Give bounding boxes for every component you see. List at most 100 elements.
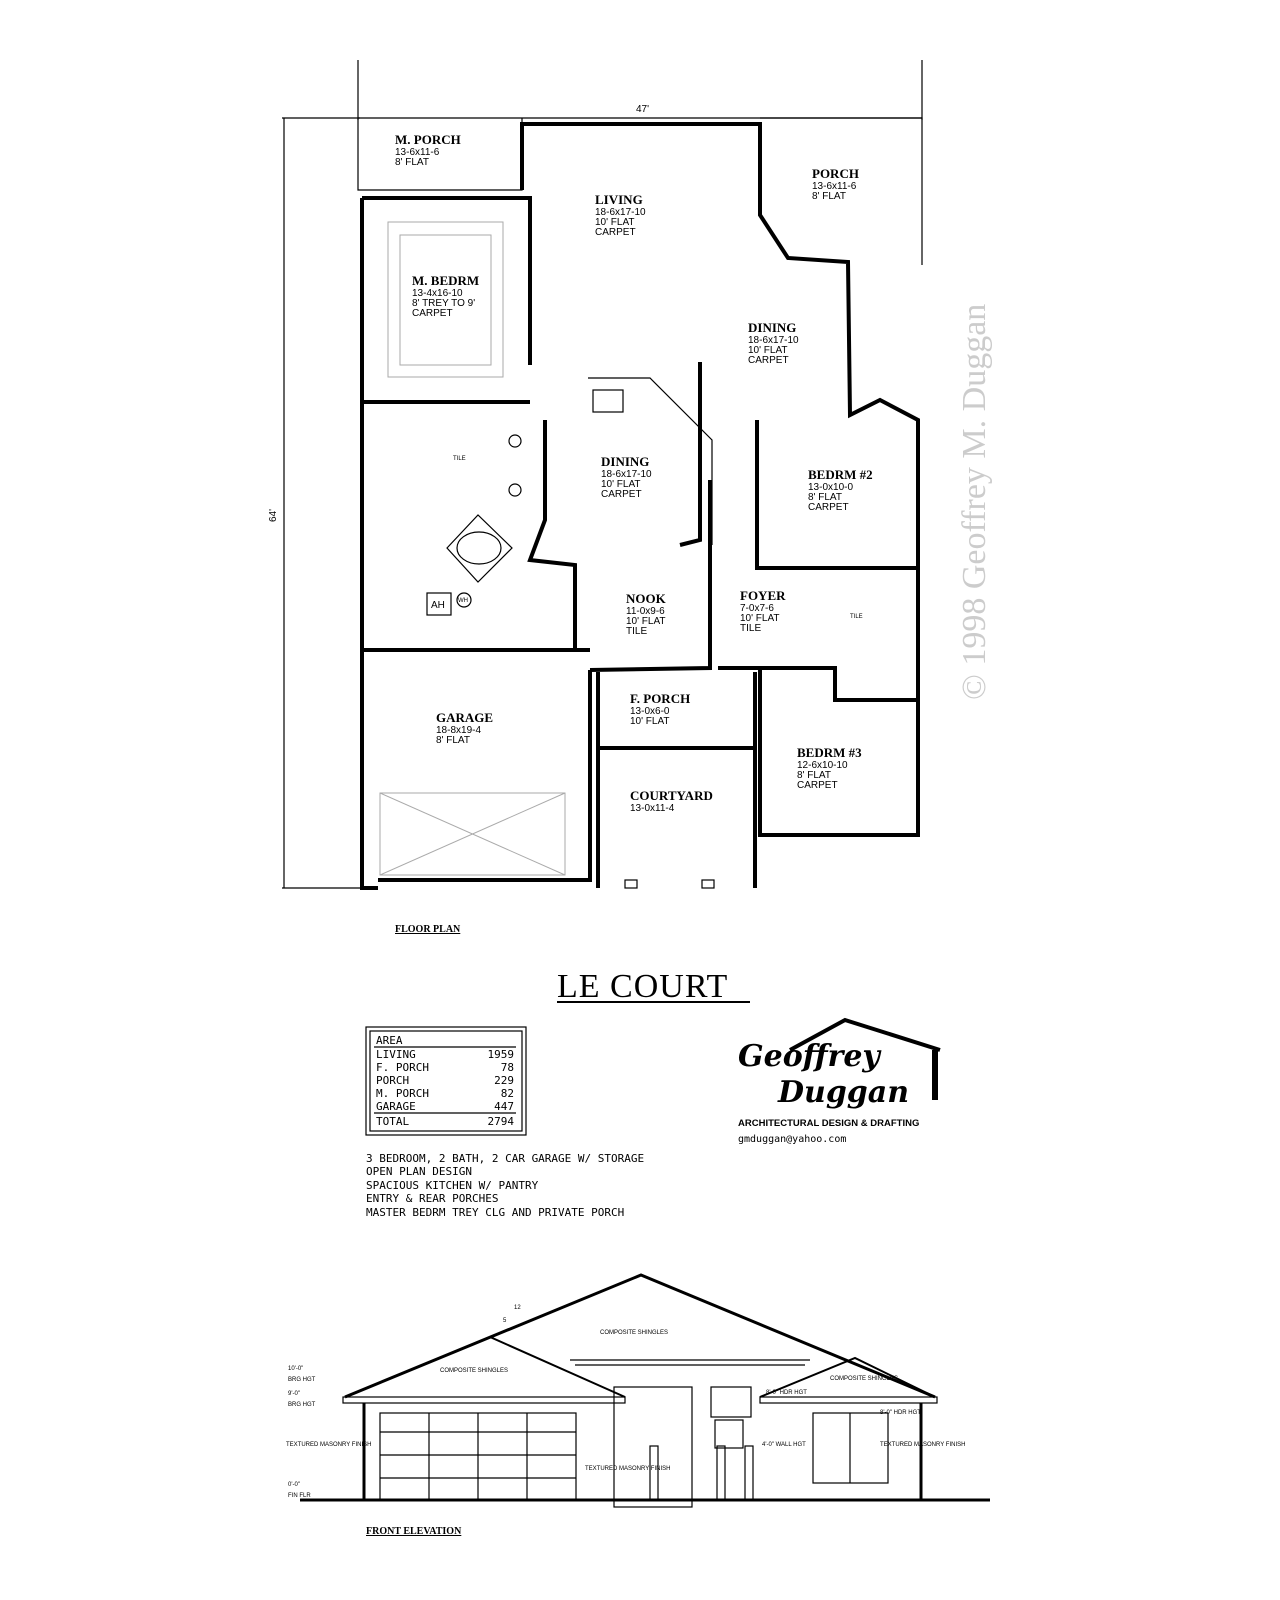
svg-text:8'-0" HDR HGT: 8'-0" HDR HGT: [766, 1390, 807, 1396]
svg-text:GARAGE: GARAGE: [436, 710, 493, 725]
svg-text:229: 229: [494, 1074, 514, 1087]
svg-text:8' TREY TO 9': 8' TREY TO 9': [412, 298, 475, 309]
svg-text:10' FLAT: 10' FLAT: [601, 479, 641, 490]
svg-text:13-0x6-0: 13-0x6-0: [630, 706, 670, 717]
svg-text:CARPET: CARPET: [797, 780, 838, 791]
svg-text:PORCH: PORCH: [812, 166, 859, 181]
svg-text:10' FLAT: 10' FLAT: [740, 613, 780, 624]
svg-text:COMPOSITE SHINGLES: COMPOSITE SHINGLES: [440, 1368, 508, 1374]
svg-text:ARCHITECTURAL DESIGN & DRAFTIN: ARCHITECTURAL DESIGN & DRAFTING: [738, 1118, 919, 1129]
svg-text:447: 447: [494, 1100, 514, 1113]
svg-text:13-6x11-6: 13-6x11-6: [812, 181, 857, 192]
svg-text:13-0x10-0: 13-0x10-0: [808, 482, 853, 493]
svg-text:M. PORCH: M. PORCH: [395, 132, 461, 147]
svg-text:COMPOSITE SHINGLES: COMPOSITE SHINGLES: [600, 1330, 668, 1336]
svg-text:BEDRM #3: BEDRM #3: [797, 745, 862, 760]
svg-text:ENTRY & REAR PORCHES: ENTRY & REAR PORCHES: [366, 1192, 498, 1205]
depth-label: 64': [268, 509, 279, 522]
svg-text:18-6x17-10: 18-6x17-10: [595, 207, 646, 218]
svg-text:AREA: AREA: [376, 1034, 403, 1047]
room-m-porch: M. PORCH 13-6x11-6 8' FLAT: [395, 132, 461, 168]
svg-text:COURTYARD: COURTYARD: [630, 788, 713, 803]
svg-text:Duggan: Duggan: [777, 1075, 909, 1110]
front-elevation: 5 12 COMPOSITE SHINGLES COMPOSITE SHINGL…: [286, 1273, 990, 1508]
area-total-row: TOTAL 2794: [376, 1115, 514, 1128]
room-dining-right: DINING 18-6x17-10 10' FLAT CARPET: [748, 320, 799, 366]
bath-tile-label: TILE: [453, 456, 466, 462]
svg-text:8' FLAT: 8' FLAT: [436, 735, 470, 746]
area-row: F. PORCH 78: [376, 1061, 514, 1074]
svg-text:GARAGE: GARAGE: [376, 1100, 416, 1113]
svg-text:M. BEDRM: M. BEDRM: [412, 273, 479, 288]
svg-text:TEXTURED MASONRY FINISH: TEXTURED MASONRY FINISH: [585, 1466, 670, 1472]
room-bedroom-2: BEDRM #2 13-0x10-0 8' FLAT CARPET: [808, 467, 873, 513]
room-foyer: FOYER 7-0x7-6 10' FLAT TILE: [740, 588, 786, 634]
svg-text:CARPET: CARPET: [808, 502, 849, 513]
water-heater-label: WH: [458, 598, 468, 604]
svg-text:TILE: TILE: [626, 626, 647, 637]
svg-text:4'-0" WALL HGT: 4'-0" WALL HGT: [762, 1442, 806, 1448]
room-porch: PORCH 13-6x11-6 8' FLAT: [812, 166, 859, 202]
svg-text:2794: 2794: [488, 1115, 515, 1128]
width-dimension: 47': [357, 60, 923, 120]
room-dining-center: DINING 18-6x17-10 10' FLAT CARPET: [601, 454, 652, 500]
svg-text:3 BEDROOM, 2 BATH, 2 CAR GARAG: 3 BEDROOM, 2 BATH, 2 CAR GARAGE W/ STORA…: [366, 1152, 644, 1165]
svg-text:8' FLAT: 8' FLAT: [808, 492, 842, 503]
svg-text:DINING: DINING: [748, 320, 796, 335]
bath2-tile-label: TILE: [850, 614, 863, 620]
svg-text:CARPET: CARPET: [601, 489, 642, 500]
svg-text:M. PORCH: M. PORCH: [376, 1087, 429, 1100]
svg-text:18-6x17-10: 18-6x17-10: [601, 469, 652, 480]
svg-text:F. PORCH: F. PORCH: [376, 1061, 429, 1074]
svg-text:8'-0" HDR HGT: 8'-0" HDR HGT: [880, 1410, 921, 1416]
svg-text:9'-0": 9'-0": [288, 1391, 300, 1397]
svg-text:F. PORCH: F. PORCH: [630, 691, 690, 706]
svg-text:12-6x10-10: 12-6x10-10: [797, 760, 848, 771]
room-courtyard: COURTYARD 13-0x11-4: [630, 788, 713, 814]
svg-text:COMPOSITE SHINGLES: COMPOSITE SHINGLES: [830, 1376, 898, 1382]
svg-text:18-6x17-10: 18-6x17-10: [748, 335, 799, 346]
svg-text:BRG HGT: BRG HGT: [288, 1402, 316, 1408]
svg-text:CARPET: CARPET: [748, 355, 789, 366]
area-row: LIVING 1959: [376, 1048, 514, 1061]
svg-text:10' FLAT: 10' FLAT: [595, 217, 635, 228]
svg-text:8' FLAT: 8' FLAT: [797, 770, 831, 781]
svg-text:DINING: DINING: [601, 454, 649, 469]
width-label: 47': [636, 104, 649, 115]
svg-text:78: 78: [501, 1061, 514, 1074]
svg-text:FIN FLR: FIN FLR: [288, 1493, 311, 1499]
svg-text:TEXTURED MASONRY FINISH: TEXTURED MASONRY FINISH: [286, 1442, 371, 1448]
svg-text:8' FLAT: 8' FLAT: [812, 191, 846, 202]
svg-text:13-0x11-4: 13-0x11-4: [630, 803, 675, 814]
svg-text:5: 5: [503, 1318, 507, 1324]
room-living: LIVING 18-6x17-10 10' FLAT CARPET: [595, 192, 646, 238]
room-bedroom-3: BEDRM #3 12-6x10-10 8' FLAT CARPET: [797, 745, 862, 791]
svg-text:10' FLAT: 10' FLAT: [630, 716, 670, 727]
svg-text:1959: 1959: [488, 1048, 515, 1061]
air-handler-label: AH: [431, 600, 445, 611]
svg-text:TOTAL: TOTAL: [376, 1115, 409, 1128]
svg-text:LIVING: LIVING: [376, 1048, 416, 1061]
features-list: 3 BEDROOM, 2 BATH, 2 CAR GARAGE W/ STORA…: [366, 1152, 644, 1219]
svg-text:FOYER: FOYER: [740, 588, 786, 603]
svg-text:10' FLAT: 10' FLAT: [748, 345, 788, 356]
svg-text:0'-0": 0'-0": [288, 1482, 300, 1488]
svg-text:OPEN PLAN DESIGN: OPEN PLAN DESIGN: [366, 1165, 472, 1178]
svg-text:SPACIOUS KITCHEN W/ PANTRY: SPACIOUS KITCHEN W/ PANTRY: [366, 1179, 539, 1192]
depth-dimension: 64': [268, 117, 360, 889]
svg-text:11-0x9-6: 11-0x9-6: [626, 606, 665, 617]
svg-text:CARPET: CARPET: [595, 227, 636, 238]
svg-text:10'-0": 10'-0": [288, 1366, 303, 1372]
svg-text:12: 12: [514, 1305, 521, 1311]
svg-text:18-8x19-4: 18-8x19-4: [436, 725, 481, 736]
svg-text:7-0x7-6: 7-0x7-6: [740, 603, 774, 614]
svg-text:8' FLAT: 8' FLAT: [395, 157, 429, 168]
area-row: GARAGE 447: [376, 1100, 514, 1113]
floor-plan-walls: AH WH TILE TILE: [357, 117, 923, 890]
svg-text:CARPET: CARPET: [412, 308, 453, 319]
area-row: M. PORCH 82: [376, 1087, 514, 1100]
svg-text:82: 82: [501, 1087, 514, 1100]
